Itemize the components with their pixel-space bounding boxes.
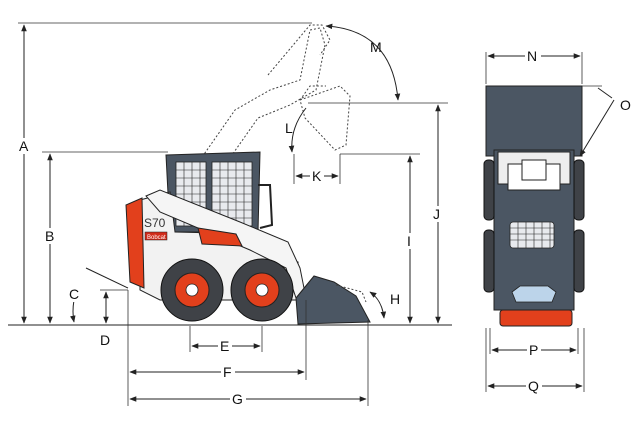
raised-arm-ghost [199,24,351,166]
loader-front-view [483,85,585,327]
rear-wheel [230,258,294,322]
dimension-labels: A B C D E F G H I J K L M N O P Q [17,39,631,407]
label-H: H [390,291,400,307]
label-Q: Q [528,378,539,394]
label-C: C [69,286,79,302]
loader-side-view: S70 Bobcat [125,151,371,325]
label-A: A [19,138,29,154]
rear-panel [125,197,145,289]
label-G: G [232,391,243,407]
front-bucket [485,85,583,157]
label-J: J [433,206,440,222]
front-wheel [160,258,224,322]
brand-badge: Bobcat [147,235,166,241]
label-B: B [45,228,54,244]
label-P: P [529,342,538,358]
bucket [295,275,371,325]
label-F: F [223,364,232,380]
label-I: I [407,233,411,249]
label-N: N [527,48,537,64]
label-M: M [370,39,382,55]
label-L: L [285,120,293,136]
model-badge: S70 [144,216,166,230]
dim-arc-H [369,291,387,319]
dim-line-O [579,99,615,157]
rear-counterweight [499,309,573,327]
dim-line-C [85,267,129,289]
label-K: K [312,168,322,184]
label-O: O [620,97,631,113]
extension-lines [18,22,602,406]
dim-arc-M [325,23,401,101]
label-E: E [220,338,229,354]
label-D: D [100,332,110,348]
dim-arc-L [288,107,307,153]
